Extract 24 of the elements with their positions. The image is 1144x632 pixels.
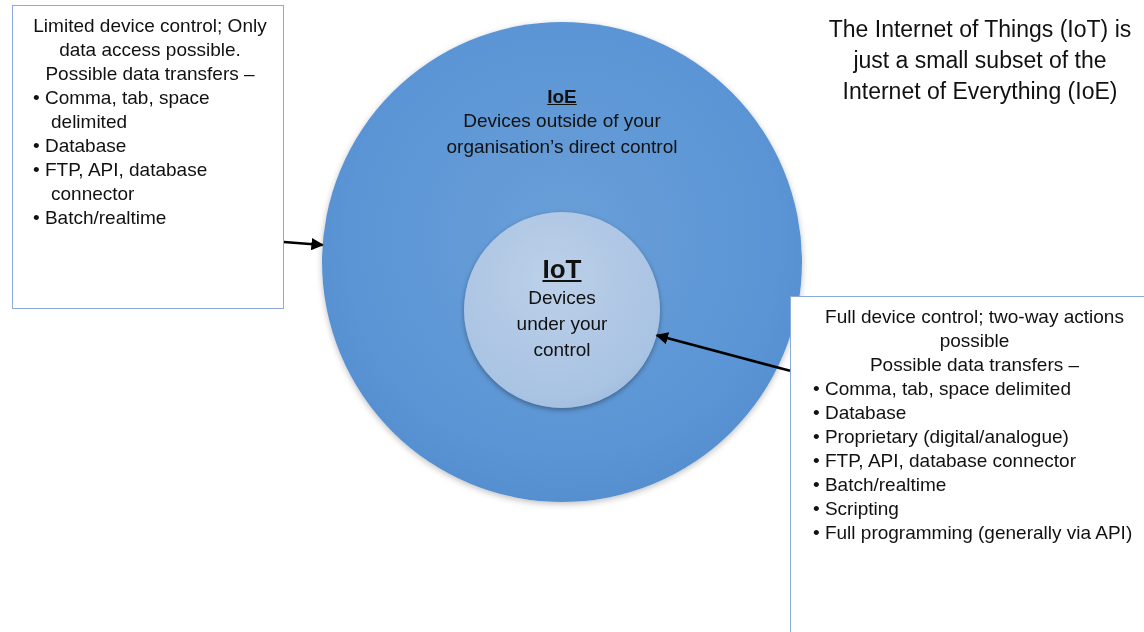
text-box — [790, 296, 1144, 632]
list-item: • FTP, API, database connector — [32, 158, 209, 206]
list-item: • Proprietary (digital/analogue) — [812, 425, 1070, 449]
list-item: • Comma, tab, space delimited — [812, 377, 1072, 401]
box-heading: Possible data transfers – — [868, 353, 1081, 377]
box-heading: Limited device control; Only data access possible. — [32, 14, 268, 62]
circle-text: Devices under your control — [515, 286, 609, 362]
circle-title: IoE — [547, 86, 577, 108]
list-item: • Scripting — [812, 497, 900, 521]
list-item: • Comma, tab, space delimited — [32, 86, 211, 134]
arrow — [655, 332, 791, 372]
circle-title: IoT — [542, 254, 582, 285]
list-item: • Database — [32, 134, 128, 158]
circle-text: Devices outside of your organisation’s direct control — [445, 109, 679, 159]
box-heading: Possible data transfers – — [44, 62, 256, 86]
list-item: • FTP, API, database connector — [812, 449, 1077, 473]
box-heading: Full device control; two-way actions possible — [824, 305, 1125, 353]
list-item: • Full programming (generally via API) — [812, 521, 1134, 545]
list-item: • Database — [812, 401, 908, 425]
text-box — [12, 5, 284, 309]
list-item: • Batch/realtime — [812, 473, 948, 497]
list-item: • Batch/realtime — [32, 206, 168, 230]
arrow — [283, 237, 324, 251]
title-note: The Internet of Things (IoT) is just a small subset of the Internet of Everything (IoE) — [827, 15, 1133, 106]
